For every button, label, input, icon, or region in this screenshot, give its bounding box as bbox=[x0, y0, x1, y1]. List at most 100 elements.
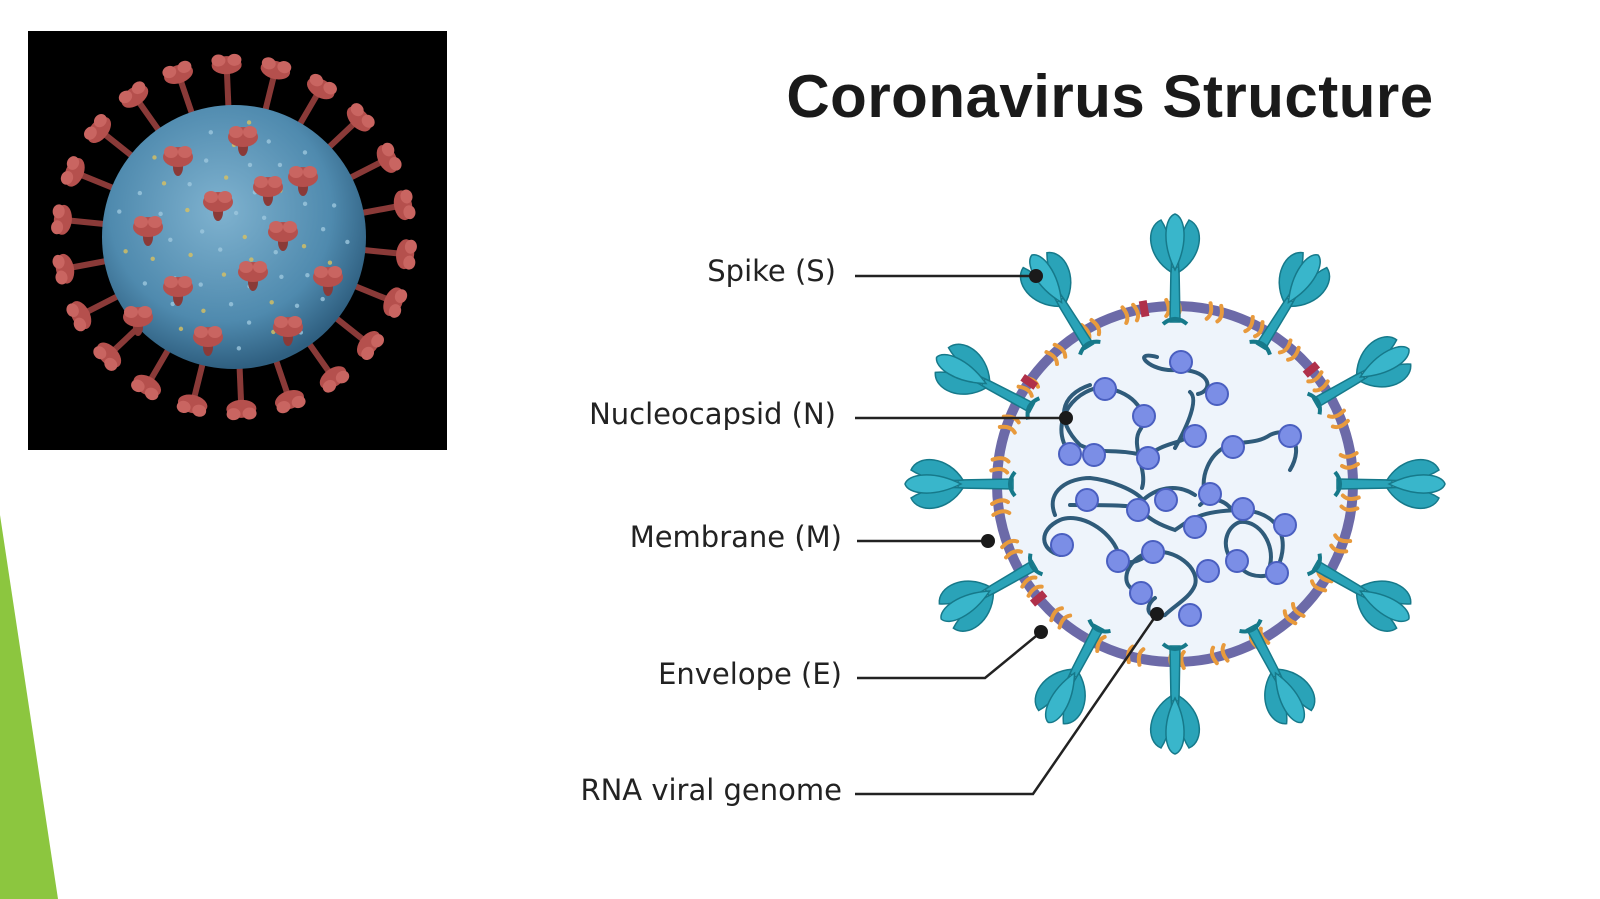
photo-surface-dot bbox=[320, 227, 326, 232]
nucleocapsid-protein bbox=[1231, 497, 1255, 521]
photo-spike-surface bbox=[163, 146, 193, 176]
photo-surface-dot bbox=[302, 201, 308, 207]
photo-spike-surface bbox=[228, 126, 258, 156]
leader-dot-envelope bbox=[1034, 625, 1048, 639]
photo-surface-dot bbox=[150, 256, 155, 261]
photo-spike-head bbox=[376, 142, 402, 173]
photo-spike-surface bbox=[203, 191, 233, 221]
photo-spike-head bbox=[346, 103, 375, 132]
photo-surface-dot bbox=[261, 215, 267, 221]
label-nucleocapsid: Nucleocapsid (N) bbox=[589, 397, 836, 431]
photo-surface-dot bbox=[269, 300, 274, 305]
photo-surface-dot bbox=[152, 155, 157, 160]
photo-surface-dot bbox=[123, 249, 128, 254]
membrane-protein bbox=[989, 456, 1011, 475]
photo-surface-dot bbox=[305, 273, 310, 278]
nucleocapsid-protein bbox=[1198, 482, 1222, 506]
photo-surface-dot bbox=[203, 158, 209, 163]
envelope-protein bbox=[1138, 300, 1150, 318]
virus-interior bbox=[997, 306, 1353, 662]
leader-dot-spike bbox=[1029, 269, 1043, 283]
nucleocapsid-protein bbox=[1082, 443, 1106, 467]
nucleocapsid-protein bbox=[1225, 549, 1249, 573]
photo-surface-dot bbox=[185, 207, 190, 213]
photo-surface-dot bbox=[208, 130, 214, 135]
photo-surface-dot bbox=[277, 162, 283, 168]
nucleocapsid-protein bbox=[1196, 559, 1220, 583]
green-accent-bar bbox=[0, 515, 58, 899]
nucleocapsid-protein bbox=[1141, 540, 1165, 564]
spike-protein bbox=[1149, 213, 1201, 326]
nucleocapsid-protein bbox=[1126, 498, 1150, 522]
membrane-protein bbox=[1204, 301, 1224, 324]
nucleocapsid-protein bbox=[1093, 377, 1117, 401]
photo-surface-dot bbox=[345, 239, 350, 245]
photo-surface-dot bbox=[228, 302, 234, 307]
membrane-protein bbox=[1126, 644, 1146, 667]
photo-spike-head bbox=[274, 390, 306, 414]
nucleocapsid-protein bbox=[1265, 561, 1289, 585]
photo-surface-dot bbox=[236, 346, 242, 351]
membrane-protein bbox=[1044, 342, 1068, 367]
membrane-protein bbox=[1243, 314, 1265, 339]
photo-surface-dot bbox=[273, 249, 278, 255]
nucleocapsid-protein bbox=[1129, 581, 1153, 605]
membrane-protein bbox=[1277, 338, 1301, 362]
membrane-protein bbox=[1020, 575, 1044, 598]
photo-spike-head bbox=[396, 239, 417, 270]
spike-protein bbox=[938, 553, 1044, 632]
photo-spike-head bbox=[383, 287, 408, 318]
photo-surface-dot bbox=[198, 282, 203, 287]
photo-surface-dot bbox=[178, 326, 184, 332]
photo-spike-surface bbox=[253, 176, 283, 206]
membrane-protein bbox=[1306, 370, 1330, 393]
photo-spike-surface bbox=[133, 216, 163, 246]
nucleocapsid-protein bbox=[1106, 549, 1130, 573]
nucleocapsid-protein bbox=[1050, 533, 1074, 557]
spike-protein bbox=[934, 343, 1041, 420]
photo-spike-surface bbox=[163, 276, 193, 306]
leader-dot-nucleocapsid bbox=[1059, 411, 1073, 425]
membrane-protein bbox=[1120, 302, 1141, 325]
spike-protein bbox=[1306, 336, 1412, 415]
photo-surface-dot bbox=[327, 260, 333, 265]
nucleocapsid-protein bbox=[1178, 603, 1202, 627]
photo-spike-head bbox=[393, 189, 416, 221]
photo-surface-dot bbox=[320, 296, 325, 302]
leader-line-envelope bbox=[857, 631, 1042, 680]
photo-spike-surface bbox=[313, 266, 343, 296]
photo-surface-dot bbox=[246, 320, 252, 325]
nucleocapsid-protein bbox=[1273, 513, 1297, 537]
spike-protein bbox=[1149, 642, 1201, 755]
photo-surface-dot bbox=[221, 272, 227, 277]
virus-photo-render bbox=[51, 53, 417, 421]
leader-dot-rna bbox=[1150, 607, 1164, 621]
nucleocapsid-protein bbox=[1136, 446, 1160, 470]
photo-surface-dot bbox=[233, 210, 239, 216]
spike-protein bbox=[1034, 618, 1111, 725]
photo-spike-head bbox=[319, 366, 350, 393]
photo-spike-surface bbox=[288, 166, 318, 196]
nucleocapsid-protein bbox=[1205, 382, 1229, 406]
label-membrane: Membrane (M) bbox=[629, 520, 842, 554]
membrane-protein bbox=[1000, 538, 1024, 560]
photo-spike-head bbox=[356, 330, 384, 360]
photo-spike-head bbox=[60, 156, 85, 187]
photo-surface-dot bbox=[301, 244, 307, 249]
photo-spike-head bbox=[52, 253, 75, 285]
photo-spike-head bbox=[51, 204, 72, 235]
photo-surface-dot bbox=[168, 237, 173, 242]
spike-protein bbox=[904, 458, 1017, 510]
photo-surface-dot bbox=[201, 308, 206, 314]
photo-surface-dot bbox=[302, 150, 308, 155]
photo-surface-dot bbox=[331, 203, 337, 208]
photo-spike-surface bbox=[268, 221, 298, 251]
envelope-protein bbox=[1020, 374, 1039, 390]
photo-spike-head bbox=[176, 394, 208, 417]
photo-surface-dot bbox=[294, 303, 300, 308]
leader-dots bbox=[981, 269, 1164, 639]
membrane-protein bbox=[1329, 533, 1353, 554]
label-envelope: Envelope (E) bbox=[658, 657, 842, 691]
envelope-protein bbox=[1302, 361, 1321, 378]
